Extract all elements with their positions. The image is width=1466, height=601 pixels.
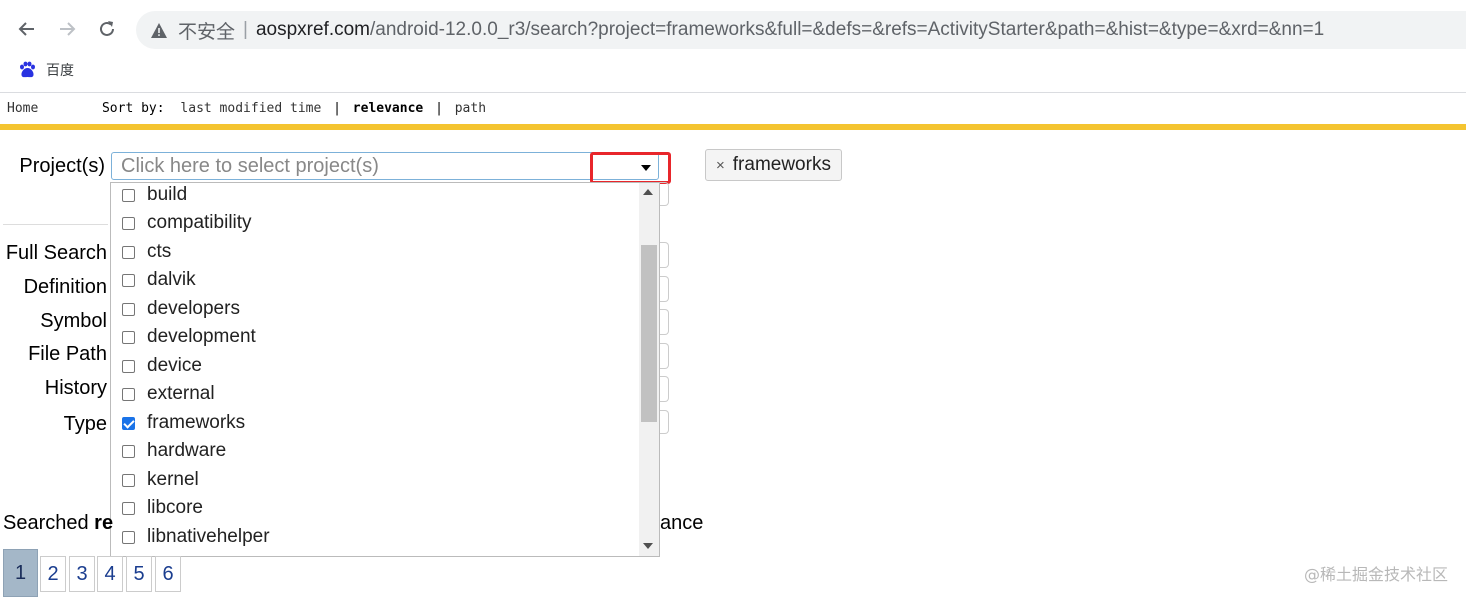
option-label: libnativehelper xyxy=(147,526,270,547)
page-4-link[interactable]: 4 xyxy=(97,556,123,592)
checkbox[interactable] xyxy=(122,302,135,316)
results-bold-fragment: re xyxy=(94,512,114,534)
project-option-device[interactable]: device xyxy=(122,352,202,380)
remove-chip-icon[interactable]: × xyxy=(716,156,725,174)
option-label: libcore xyxy=(147,497,203,518)
url-host: aospxref.com xyxy=(255,19,370,40)
option-label: cts xyxy=(147,241,172,262)
checkbox[interactable] xyxy=(122,444,135,458)
sort-relevance-current: relevance xyxy=(352,101,424,116)
page-2-link[interactable]: 2 xyxy=(40,556,66,592)
symbol-input-edge[interactable] xyxy=(659,309,669,335)
insecure-label[interactable]: 不安全 xyxy=(178,21,236,43)
checkbox[interactable] xyxy=(122,330,135,344)
watermark: @稀土掘金技术社区 xyxy=(1303,565,1448,584)
file-path-label: File Path xyxy=(28,343,107,365)
option-label: developers xyxy=(147,298,240,319)
full-search-label: Full Search xyxy=(5,242,107,264)
sort-by-label: Sort by: xyxy=(101,101,165,116)
checkbox[interactable] xyxy=(122,530,135,544)
definition-label: Definition xyxy=(23,276,107,298)
file-path-input-edge[interactable] xyxy=(659,343,669,369)
page-6-link[interactable]: 6 xyxy=(155,556,181,592)
option-label: device xyxy=(147,355,202,376)
omnibox-separator: | xyxy=(243,19,248,40)
chip-label: frameworks xyxy=(732,154,831,175)
option-label: development xyxy=(147,326,256,347)
project-select-placeholder: Click here to select project(s) xyxy=(121,155,379,177)
page-5-link[interactable]: 5 xyxy=(126,556,152,592)
option-label: dalvik xyxy=(147,269,196,290)
checkbox[interactable] xyxy=(122,501,135,515)
page-3-link[interactable]: 3 xyxy=(69,556,95,592)
results-prefix: Searched xyxy=(3,512,95,534)
scrollbar-thumb[interactable] xyxy=(641,245,657,422)
scroll-down-arrow-icon[interactable] xyxy=(643,543,653,549)
browser-toolbar: 不安全 | aospxref.com/android-12.0.0_r3/sea… xyxy=(0,0,1466,58)
divider xyxy=(3,224,108,225)
definition-input-edge[interactable] xyxy=(659,276,669,302)
checkbox[interactable] xyxy=(122,387,135,401)
menu-bar: Home Sort by: last modified time | relev… xyxy=(7,101,486,116)
type-select-edge[interactable] xyxy=(659,410,669,434)
home-link[interactable]: Home xyxy=(7,101,39,116)
project-option-cts[interactable]: cts xyxy=(122,238,171,266)
project-option-external[interactable]: external xyxy=(122,380,215,408)
checkbox[interactable] xyxy=(122,273,135,287)
bookmarks-bar: 百度 xyxy=(0,58,1466,93)
menu-divider: | xyxy=(435,101,443,116)
option-label: external xyxy=(147,383,215,404)
selected-project-chip: × frameworks xyxy=(705,149,842,181)
bookmark-label: 百度 xyxy=(46,63,74,79)
type-label: Type xyxy=(63,413,107,435)
project-option-hardware[interactable]: hardware xyxy=(122,437,226,465)
checkbox[interactable] xyxy=(122,245,135,259)
checkbox[interactable] xyxy=(122,216,135,230)
project-option-libcore[interactable]: libcore xyxy=(122,494,203,522)
scroll-up-arrow-icon[interactable] xyxy=(643,189,653,195)
page-1-current[interactable]: 1 xyxy=(3,549,38,597)
sort-path-link[interactable]: path xyxy=(454,101,487,116)
url-path: /android-12.0.0_r3/search?project=framew… xyxy=(370,19,1325,40)
history-input-edge[interactable] xyxy=(659,376,669,402)
warning-triangle-icon xyxy=(150,21,168,39)
back-arrow-icon[interactable] xyxy=(12,14,42,44)
project-label: Project(s) xyxy=(19,155,105,177)
checkbox-checked[interactable] xyxy=(122,416,135,430)
address-bar[interactable]: 不安全 | aospxref.com/android-12.0.0_r3/sea… xyxy=(136,11,1466,49)
project-option-developers[interactable]: developers xyxy=(122,295,240,323)
project-option-dalvik[interactable]: dalvik xyxy=(122,266,196,294)
project-dropdown-list[interactable]: build compatibility cts dalvik developer… xyxy=(110,182,660,557)
option-label: hardware xyxy=(147,440,227,461)
checkbox[interactable] xyxy=(122,359,135,373)
symbol-label: Symbol xyxy=(40,310,107,332)
project-select-input[interactable] xyxy=(111,152,659,180)
option-label: frameworks xyxy=(147,412,246,433)
header-accent-bar xyxy=(0,124,1466,130)
history-label: History xyxy=(44,377,107,399)
option-label: compatibility xyxy=(147,212,252,233)
results-trailing-fragment: ance xyxy=(660,512,704,534)
bookmark-baidu[interactable]: 百度 xyxy=(18,60,74,80)
option-label: kernel xyxy=(147,469,199,490)
forward-arrow-icon[interactable] xyxy=(52,14,82,44)
hidden-field-edge[interactable] xyxy=(659,182,669,206)
checkbox[interactable] xyxy=(122,473,135,487)
reload-icon[interactable] xyxy=(92,14,122,44)
checkbox[interactable] xyxy=(122,188,135,202)
project-option-frameworks[interactable]: frameworks xyxy=(122,409,245,437)
project-option-libnativehelper[interactable]: libnativehelper xyxy=(122,523,270,551)
project-option-build[interactable]: build xyxy=(122,183,188,209)
project-option-development[interactable]: development xyxy=(122,323,256,351)
option-label: build xyxy=(147,184,188,205)
project-option-kernel[interactable]: kernel xyxy=(122,466,199,494)
baidu-paw-icon xyxy=(18,61,36,79)
menu-divider: | xyxy=(333,101,341,116)
project-option-compatibility[interactable]: compatibility xyxy=(122,209,252,237)
caret-down-icon[interactable] xyxy=(641,165,651,171)
results-summary: Searched re xyxy=(3,512,113,535)
sort-last-modified-link[interactable]: last modified time xyxy=(180,101,322,116)
dropdown-toggle-highlight[interactable] xyxy=(590,152,671,184)
full-search-input-edge[interactable] xyxy=(659,242,669,268)
